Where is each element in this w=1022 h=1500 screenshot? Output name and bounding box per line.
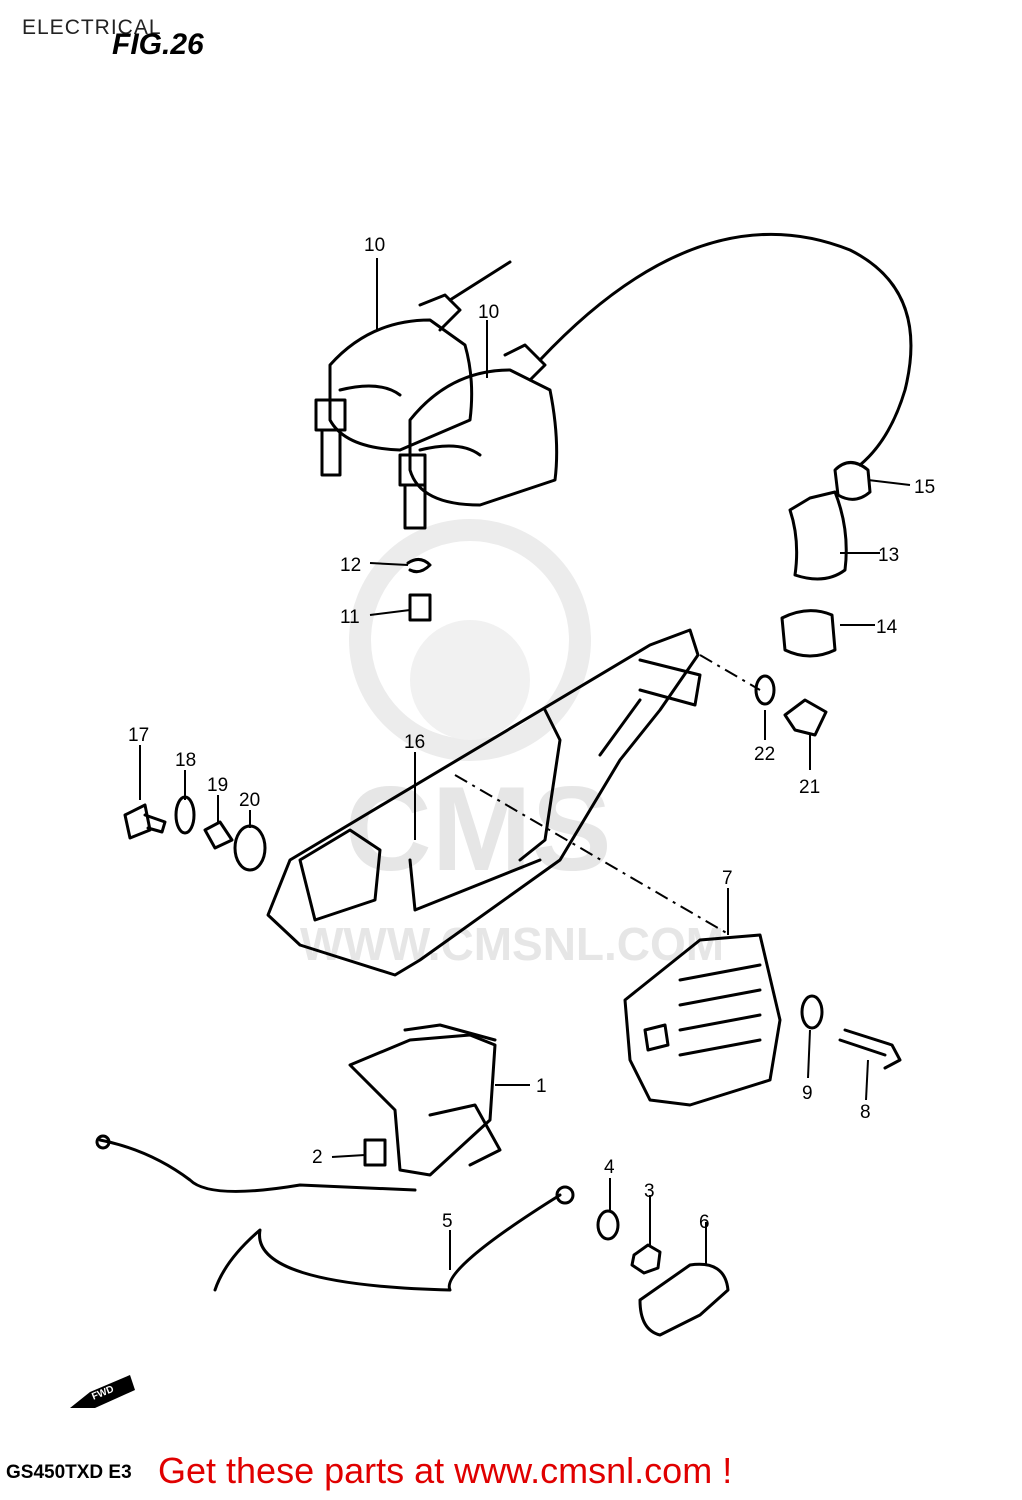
screw-11 bbox=[408, 593, 432, 622]
callout-19: 19 bbox=[207, 775, 228, 796]
regulator-rectifier bbox=[623, 933, 782, 1107]
figure-number: FIG.26 bbox=[112, 28, 204, 61]
callout-labels: 10 10 15 13 14 12 11 17 18 19 20 16 22 2… bbox=[128, 235, 935, 1233]
callout-20: 20 bbox=[239, 790, 260, 811]
callout-12: 12 bbox=[340, 555, 361, 576]
washer-22 bbox=[754, 674, 776, 706]
callout-14: 14 bbox=[876, 617, 898, 638]
starter-relay bbox=[348, 1023, 502, 1177]
wire-terminal-right bbox=[555, 1185, 575, 1205]
callout-6: 6 bbox=[699, 1212, 710, 1233]
model-code: GS450TXD E3 bbox=[6, 1462, 132, 1483]
screw-8 bbox=[838, 1028, 902, 1070]
callout-3: 3 bbox=[644, 1181, 655, 1202]
mounting-bracket bbox=[266, 628, 702, 977]
forward-arrow-icon: FWD bbox=[70, 1375, 135, 1408]
callout-2: 2 bbox=[312, 1147, 323, 1168]
watermark-url: WWW.CMSNL.COM bbox=[300, 918, 724, 970]
ignition-coil-rear bbox=[314, 260, 512, 477]
callout-5: 5 bbox=[442, 1211, 453, 1232]
leader-lines bbox=[139, 258, 911, 1270]
callout-4: 4 bbox=[604, 1157, 615, 1178]
washer-9 bbox=[800, 994, 824, 1030]
callout-7: 7 bbox=[722, 868, 733, 889]
washer-18 bbox=[174, 795, 196, 835]
callout-8: 8 bbox=[860, 1102, 871, 1123]
nut-3 bbox=[630, 1243, 662, 1275]
cushion-20 bbox=[233, 824, 267, 872]
callout-11: 11 bbox=[340, 607, 360, 628]
plug-cap bbox=[780, 461, 872, 658]
callout-13: 13 bbox=[878, 545, 899, 566]
wire-harness bbox=[98, 1138, 562, 1292]
ignition-coil-front bbox=[398, 232, 913, 530]
callout-15: 15 bbox=[914, 477, 935, 498]
callout-17: 17 bbox=[128, 725, 149, 746]
callout-9: 9 bbox=[802, 1083, 813, 1104]
callout-10a: 10 bbox=[364, 235, 385, 256]
section-title: ELECTRICAL bbox=[22, 16, 162, 39]
callout-16: 16 bbox=[404, 732, 425, 753]
callout-18: 18 bbox=[175, 750, 196, 771]
callout-1: 1 bbox=[536, 1076, 547, 1097]
washer-4 bbox=[596, 1209, 620, 1241]
callout-10b: 10 bbox=[478, 302, 499, 323]
shop-link[interactable]: Get these parts at www.cmsnl.com ! bbox=[158, 1450, 733, 1491]
watermark-brand: CMS bbox=[345, 762, 612, 896]
callout-22: 22 bbox=[754, 744, 775, 765]
washer-12 bbox=[406, 558, 432, 574]
wire-terminal-left bbox=[95, 1134, 111, 1150]
callout-21: 21 bbox=[799, 777, 820, 798]
collar-19 bbox=[203, 820, 234, 850]
terminal-cap-6 bbox=[638, 1262, 730, 1337]
bolt-17 bbox=[123, 803, 167, 840]
bolt-21 bbox=[783, 698, 828, 737]
watermark: CMS WWW.CMSNL.COM bbox=[300, 519, 724, 970]
